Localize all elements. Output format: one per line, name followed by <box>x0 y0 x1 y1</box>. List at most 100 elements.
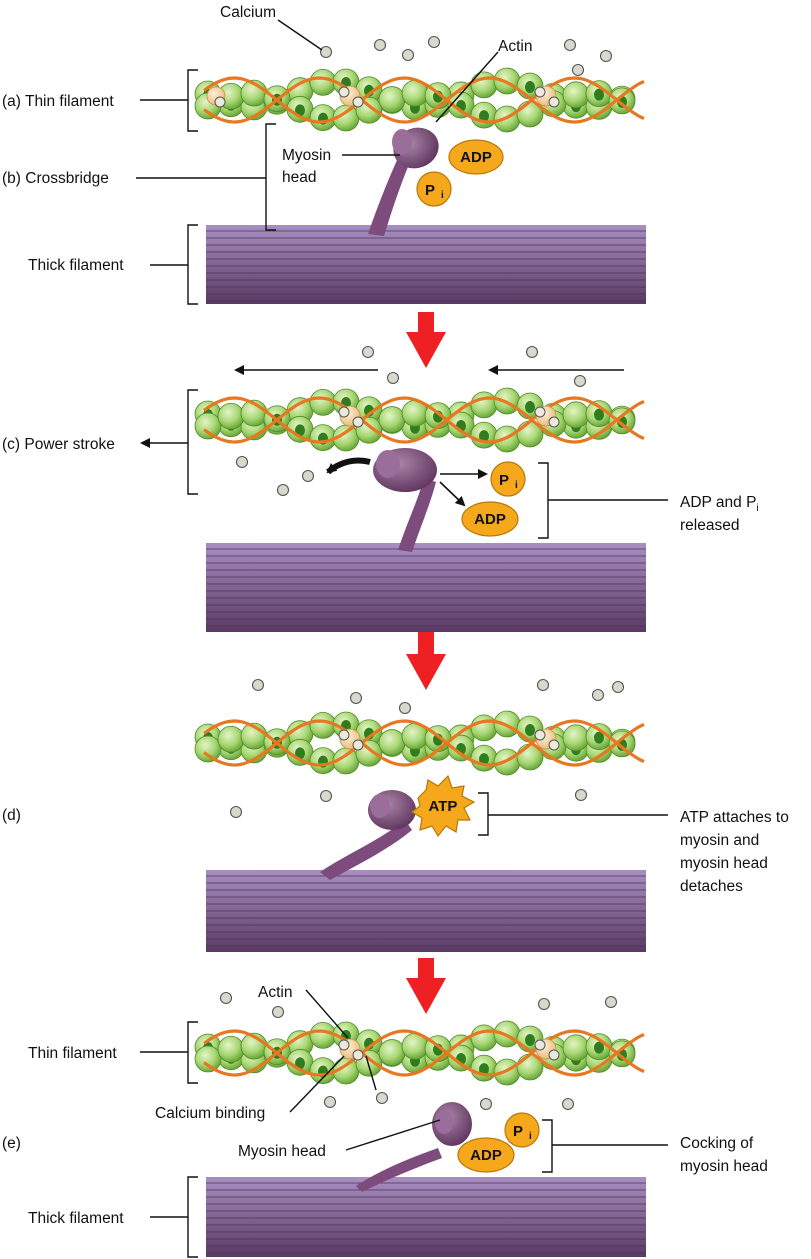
actin-binding-site <box>525 80 535 93</box>
actin-monomer <box>470 391 498 419</box>
actin-monomer <box>378 1039 406 1066</box>
thin-filament-label-bottom: Thin filament <box>28 1045 117 1062</box>
calcium-ion <box>574 788 588 802</box>
thick-filament <box>206 1177 646 1257</box>
thin-filament <box>194 387 645 453</box>
step-d-label: (d) <box>2 807 21 824</box>
atp-attaches-label-line3: myosin head <box>680 855 768 872</box>
actin-monomer <box>194 1045 222 1073</box>
calcium-bound <box>338 729 350 741</box>
calcium-bound <box>214 96 226 108</box>
pi-molecule-b: P i <box>416 171 452 207</box>
calcium-ion <box>591 688 605 702</box>
cocking-label-line1: Cocking of <box>680 1135 754 1152</box>
calcium-bound <box>338 1039 350 1051</box>
actin-monomer <box>470 1024 498 1052</box>
calcium-bound <box>548 1049 560 1061</box>
calcium-ion <box>398 701 412 715</box>
actin-binding-site <box>295 424 305 437</box>
calcium-ion <box>573 374 587 388</box>
step-arrow-1 <box>406 312 446 368</box>
actin-monomer <box>194 412 222 440</box>
calcium-ion <box>427 35 441 49</box>
actin-binding-site <box>594 88 604 101</box>
actin-monomer <box>217 402 245 430</box>
pi-molecule-e: P i <box>504 1112 540 1148</box>
thick-filament <box>206 225 646 304</box>
thick-filament-label-top: Thick filament <box>28 257 124 274</box>
calcium-bound <box>338 86 350 98</box>
tropomyosin-strand <box>203 76 645 124</box>
calcium-ion <box>373 38 387 52</box>
actin-binding-site <box>295 747 305 760</box>
calcium-ion <box>276 483 290 497</box>
atp-label: ATP <box>429 798 458 815</box>
myosin-head-label-line2: head <box>282 169 316 186</box>
calcium-ion <box>251 678 265 692</box>
actin-binding-site <box>594 731 604 744</box>
actin-label-bottom: Actin <box>258 984 292 1001</box>
actin-monomer <box>378 406 406 433</box>
thick-filament <box>206 543 646 632</box>
calcium-bound <box>548 739 560 751</box>
tropomyosin-strand <box>203 719 645 767</box>
actin-monomer <box>217 1035 245 1063</box>
actin-monomer <box>309 68 337 96</box>
atp-molecule-d: ATP <box>410 774 476 838</box>
thick-filament <box>206 870 646 952</box>
calcium-bound <box>352 1049 364 1061</box>
myosin-head-label-bottom: Myosin head <box>238 1143 326 1160</box>
calcium-ion <box>375 1091 389 1105</box>
actin-monomer <box>309 711 337 739</box>
adp-label: ADP <box>470 1147 502 1164</box>
calcium-ion <box>319 45 333 59</box>
cocking-label-line2: myosin head <box>680 1158 768 1175</box>
actin-label-top: Actin <box>498 38 532 55</box>
calcium-ion <box>611 680 625 694</box>
actin-monomer <box>378 729 406 756</box>
calcium-binding-label: Calcium binding <box>155 1105 265 1122</box>
actin-binding-site <box>594 1041 604 1054</box>
calcium-bound <box>338 406 350 418</box>
adp-molecule-e: ADP <box>457 1137 515 1173</box>
calcium-ion <box>323 1095 337 1109</box>
calcium-bound <box>352 739 364 751</box>
calcium-bound <box>352 96 364 108</box>
adp-label: ADP <box>460 149 492 166</box>
annotation-lines <box>136 19 668 1258</box>
calcium-ion <box>301 469 315 483</box>
calcium-bound <box>352 416 364 428</box>
release-arrows-c <box>326 457 488 507</box>
step-arrow-3 <box>406 958 446 1014</box>
adp-molecule-b: ADP <box>448 139 504 175</box>
calcium-ion <box>571 63 585 77</box>
calcium-ion <box>525 345 539 359</box>
calcium-ion <box>561 1097 575 1111</box>
thin-filament <box>194 1020 645 1086</box>
calcium-ion <box>219 991 233 1005</box>
calcium-bound <box>548 96 560 108</box>
myosin-head-label-line1: Myosin <box>282 147 331 164</box>
calcium-ion <box>563 38 577 52</box>
myosin-crossbridge-b <box>368 127 439 236</box>
adp-label: ADP <box>474 511 506 528</box>
calcium-bound <box>534 729 546 741</box>
calcium-ion <box>401 48 415 62</box>
tropomyosin-strand <box>203 1029 645 1077</box>
actin-monomer <box>217 725 245 753</box>
myosin-cocked-e <box>356 1102 472 1192</box>
pi-label: P <box>499 472 509 489</box>
atp-attaches-label-line2: myosin and <box>680 832 759 849</box>
calcium-ion <box>604 995 618 1009</box>
actin-monomer <box>562 401 590 429</box>
adp-molecule-c: ADP <box>461 501 519 537</box>
calcium-label: Calcium <box>220 4 276 21</box>
pi-label: P <box>425 182 435 199</box>
atp-attaches-label-line1: ATP attaches to <box>680 809 789 826</box>
actin-monomer <box>378 86 406 113</box>
actin-monomer <box>309 388 337 416</box>
adp-pi-released-label-line1: ADP and Pi <box>680 494 759 514</box>
adp-pi-released-label-line2: released <box>680 517 739 534</box>
step-e-label: (e) <box>2 1135 21 1152</box>
pi-subscript: i <box>515 480 518 491</box>
